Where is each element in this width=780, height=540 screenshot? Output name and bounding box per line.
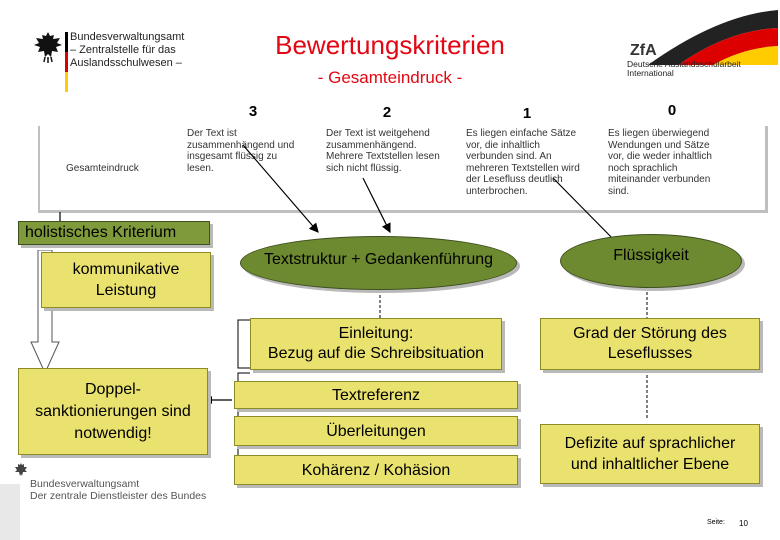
fluency-label: Flüssigkeit [613, 247, 689, 264]
coherence-box: Kohärenz / Kohäsion [234, 455, 518, 485]
footer-eagle-icon [14, 462, 28, 478]
communicative-performance-box: kommunikative Leistung [41, 252, 211, 308]
double-sanction-label: Doppel- sanktionierungen sind notwendig! [35, 380, 191, 442]
table-right-edge [765, 126, 768, 213]
table-cell-1: Es liegen einfache Sätze vor, die inhalt… [466, 128, 580, 197]
arrow-to-fluency [552, 177, 621, 247]
text-structure-ellipse: Textstruktur + Gedankenführung [240, 236, 517, 290]
zfa-logo-subtitle: Deutsche Auslandsschularbeit Internation… [627, 59, 741, 78]
arrow-to-structure-1 [242, 144, 319, 233]
footer-divider [0, 484, 20, 540]
flag-stripe [65, 32, 68, 92]
deficits-label: Defizite auf sprachlicher und inhaltlich… [564, 435, 736, 473]
holistic-criterion-box: holistisches Kriterium [18, 221, 210, 245]
text-reference-box: Textreferenz [234, 381, 518, 409]
table-cell-3: Der Text ist zusammenhängend und insgesa… [187, 128, 295, 174]
introduction-box: Einleitung: Bezug auf die Schreibsituati… [250, 318, 502, 370]
zfa-logo-text: ZfA [630, 42, 657, 59]
transitions-box: Überleitungen [234, 416, 518, 446]
page-number: 10 [739, 519, 748, 528]
disturbance-label: Grad der Störung des Leseflusses [573, 325, 727, 362]
double-sanction-box: Doppel- sanktionierungen sind notwendig! [18, 368, 208, 455]
table-left-edge [38, 126, 40, 212]
communicative-performance-label: kommunikative Leistung [72, 261, 180, 299]
text-reference-label: Textreferenz [331, 386, 421, 404]
bracket-upper [237, 319, 250, 369]
arrow-to-structure-2 [362, 177, 391, 234]
zfa-flag-icon [648, 10, 778, 65]
page-label: Seite: [707, 519, 725, 526]
page-title: Bewertungskriterien [275, 30, 505, 60]
coherence-label: Kohärenz / Kohäsion [301, 461, 451, 479]
fluency-ellipse: Flüssigkeit [560, 234, 742, 288]
org-name: Bundesverwaltungsamt – Zentralstelle für… [70, 31, 185, 69]
text-structure-label: Textstruktur + Gedankenführung [263, 251, 494, 268]
footer-org-name: Bundesverwaltungsamt Der zentrale Dienst… [30, 478, 207, 502]
score-3: 3 [248, 103, 258, 120]
score-2: 2 [382, 104, 392, 121]
disturbance-box: Grad der Störung des Leseflusses [540, 318, 760, 370]
transitions-label: Überleitungen [326, 422, 426, 440]
introduction-label: Einleitung: Bezug auf die Schreibsituati… [267, 325, 485, 362]
table-cell-0: Es liegen überwiegend Wendungen und Sätz… [608, 128, 712, 197]
page-subtitle: - Gesamteindruck - [317, 68, 463, 87]
holistic-criterion-label: holistisches Kriterium [25, 224, 177, 241]
table-row-label: Gesamteindruck [66, 163, 139, 174]
eagle-logo-icon [32, 30, 64, 64]
table-bottom-edge [38, 210, 766, 213]
deficits-box: Defizite auf sprachlicher und inhaltlich… [540, 424, 760, 484]
table-cell-2: Der Text ist weitgehend zusammenhängend.… [326, 128, 440, 174]
score-1: 1 [522, 105, 532, 122]
score-0: 0 [667, 102, 677, 119]
